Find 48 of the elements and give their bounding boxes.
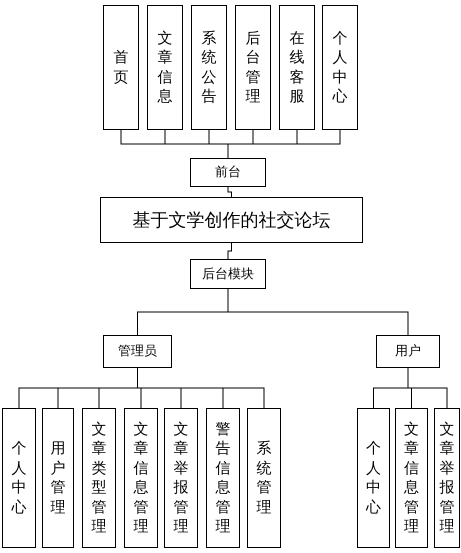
connector-line: [408, 368, 448, 408]
node-label: 基于文学创作的社交论坛: [132, 208, 330, 232]
title-box: [103, 335, 172, 368]
node-label: 系统管理: [256, 439, 272, 517]
module-box: [82, 408, 116, 548]
node-label: 前台: [215, 164, 241, 181]
node-label: 后台管理: [246, 28, 260, 106]
module-box: [395, 408, 428, 548]
module-box: [2, 408, 36, 548]
module-box: [42, 408, 74, 548]
connector-line: [228, 186, 232, 198]
node-label: 文章类型管理: [92, 420, 106, 536]
node-label: 用户: [395, 343, 421, 360]
title-box: [100, 197, 363, 243]
node-label: 后台模块: [202, 266, 254, 282]
node-label: 个人中心: [12, 439, 26, 517]
node-label: 系统公告: [202, 28, 216, 106]
node-label: 文章信息: [158, 28, 172, 106]
node-label: 首页: [114, 48, 128, 87]
module-box: [235, 5, 271, 130]
node-label: 管理员: [118, 343, 157, 360]
module-box: [357, 408, 390, 548]
node-label: 警告信息管理: [216, 420, 230, 536]
node-label: 个人中心: [332, 28, 348, 106]
module-box: [279, 5, 315, 130]
module-box: [124, 408, 158, 548]
module-box: [103, 5, 139, 130]
node-label: 用户管理: [50, 439, 66, 517]
connector-line: [228, 242, 232, 260]
connector-line: [228, 288, 408, 336]
node-label: 文章举报管理: [440, 420, 454, 536]
module-box: [247, 408, 281, 548]
node-label: 文章举报管理: [174, 420, 188, 536]
node-label: 文章信息管理: [404, 420, 419, 536]
title-box: [190, 158, 266, 187]
connector-line: [228, 130, 340, 158]
title-box: [376, 335, 440, 368]
title-box: [190, 259, 266, 289]
module-box: [206, 408, 240, 548]
module-box: [322, 5, 358, 130]
node-label: 个人中心: [366, 439, 381, 517]
module-box: [191, 5, 227, 130]
node-label: 文章信息管理: [134, 420, 148, 536]
module-box: [164, 408, 198, 548]
node-label: 在线客服: [290, 28, 304, 106]
module-box: [434, 408, 460, 548]
module-box: [147, 5, 183, 130]
connector-line: [137, 368, 264, 408]
